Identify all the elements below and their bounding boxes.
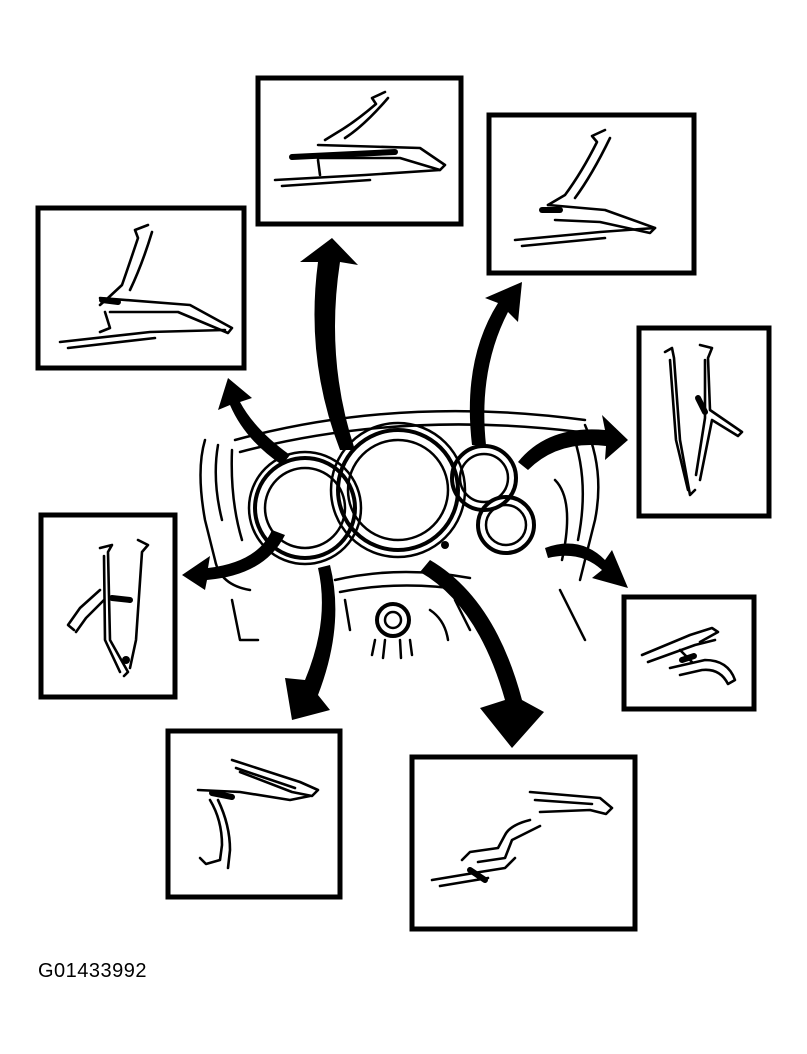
retaining-clip-illustration bbox=[513, 128, 657, 248]
retaining-clip-illustration bbox=[640, 626, 737, 686]
arrow-to-left bbox=[182, 530, 285, 590]
callout-panel-right-upper bbox=[636, 325, 772, 519]
retaining-clip-illustration bbox=[663, 343, 744, 497]
retaining-clip-illustration bbox=[58, 223, 234, 350]
retaining-clip-illustration bbox=[273, 90, 447, 188]
retaining-clip-illustration bbox=[430, 790, 614, 888]
callout-panel-top-right bbox=[486, 112, 697, 276]
arrow-to-bottom-right bbox=[420, 560, 544, 748]
callout-panel-bottom-right bbox=[409, 754, 638, 932]
arrow-to-top-right bbox=[469, 282, 522, 445]
callout-arrows bbox=[182, 238, 628, 748]
callout-panel-left bbox=[38, 512, 178, 700]
callout-panel-right-lower bbox=[621, 594, 757, 712]
callout-panel-top-center bbox=[255, 75, 464, 227]
arrow-to-bottom-center bbox=[285, 565, 336, 720]
arrow-to-right-lower bbox=[545, 543, 628, 588]
arrow-to-right-upper bbox=[518, 415, 628, 470]
callout-panel-top-left bbox=[35, 205, 247, 371]
retaining-clip-illustration bbox=[196, 758, 320, 870]
callout-panel-bottom-center bbox=[165, 728, 343, 900]
arrow-to-top-center bbox=[300, 238, 358, 450]
figure-id-label: G01433992 bbox=[38, 960, 148, 982]
retaining-clip-illustration bbox=[66, 538, 150, 678]
arrow-to-top-left bbox=[218, 378, 290, 465]
